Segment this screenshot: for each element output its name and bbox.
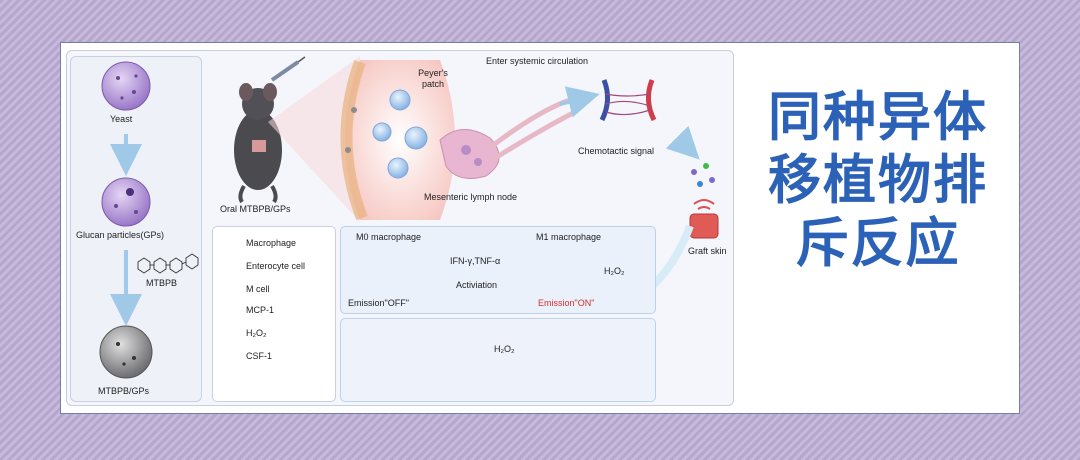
signal-icon	[693, 199, 715, 210]
label-oral: Oral MTBPB/GPs	[220, 204, 291, 214]
label-m0: M0 macrophage	[356, 232, 422, 242]
label-reagent: H₂O₂	[494, 344, 515, 354]
title-line: 同种异体	[768, 87, 988, 148]
lymph-node	[439, 97, 577, 179]
label-stimuli: IFN-γ,TNF-α	[450, 256, 501, 266]
syringe-icon	[270, 56, 306, 82]
legend-box	[212, 226, 336, 402]
label-mtbpb: MTBPB	[146, 278, 178, 288]
mtbpb-structure	[137, 253, 199, 274]
graft-skin-icon	[689, 213, 719, 239]
macrophage-activation-box	[340, 226, 656, 314]
label-lymph-node: Mesenteric lymph node	[424, 192, 518, 202]
label-emission-off: Emission"OFF"	[348, 298, 409, 308]
legend-label-mcp1: MCP-1	[246, 305, 275, 315]
peyers-patch	[340, 59, 455, 221]
legend-label-h2o2: H₂O₂	[246, 328, 267, 338]
legend-label-csf1: CSF-1	[246, 351, 273, 361]
legend-label-macrophage: Macrophage	[246, 238, 297, 248]
title-line: 斥反应	[795, 213, 961, 274]
legend-label-enterocyte: Enterocyte cell	[246, 261, 306, 271]
zoom-wedge	[268, 56, 360, 222]
blood-vessel-icon	[599, 79, 657, 122]
label-mtbpb-gps: MTBPB/GPs	[98, 386, 150, 396]
label-circulation: Enter systemic circulation	[486, 56, 589, 66]
label-m1: M1 macrophage	[536, 232, 602, 242]
label-activation: Activiation	[456, 280, 498, 290]
chemistry-box	[340, 318, 656, 402]
label-chemotactic: Chemotactic signal	[578, 146, 655, 156]
label-h2o2-level: H₂O₂	[604, 266, 625, 276]
chemokine-dots	[691, 163, 715, 187]
mtbpb-gps-particle	[99, 325, 153, 379]
title-line: 移植物排	[768, 150, 988, 211]
label-emission-on: Emission"ON"	[538, 298, 595, 308]
arrow-to-graft	[665, 125, 700, 160]
preparation-column	[70, 56, 202, 402]
label-glucan-particles: Glucan particles(GPs)	[76, 230, 165, 240]
label-yeast: Yeast	[110, 114, 133, 124]
mouse-illustration	[234, 83, 282, 204]
glucan-particle	[101, 177, 151, 227]
label-graft-skin: Graft skin	[688, 246, 727, 256]
arrow-to-circulation	[559, 86, 600, 118]
legend-label-m-cell: M cell	[246, 284, 270, 294]
label-peyers-patch: Peyer's patch	[418, 68, 448, 89]
yeast-particle	[101, 61, 151, 111]
page-title: 同种异体 移植物排 斥反应	[740, 86, 1016, 275]
